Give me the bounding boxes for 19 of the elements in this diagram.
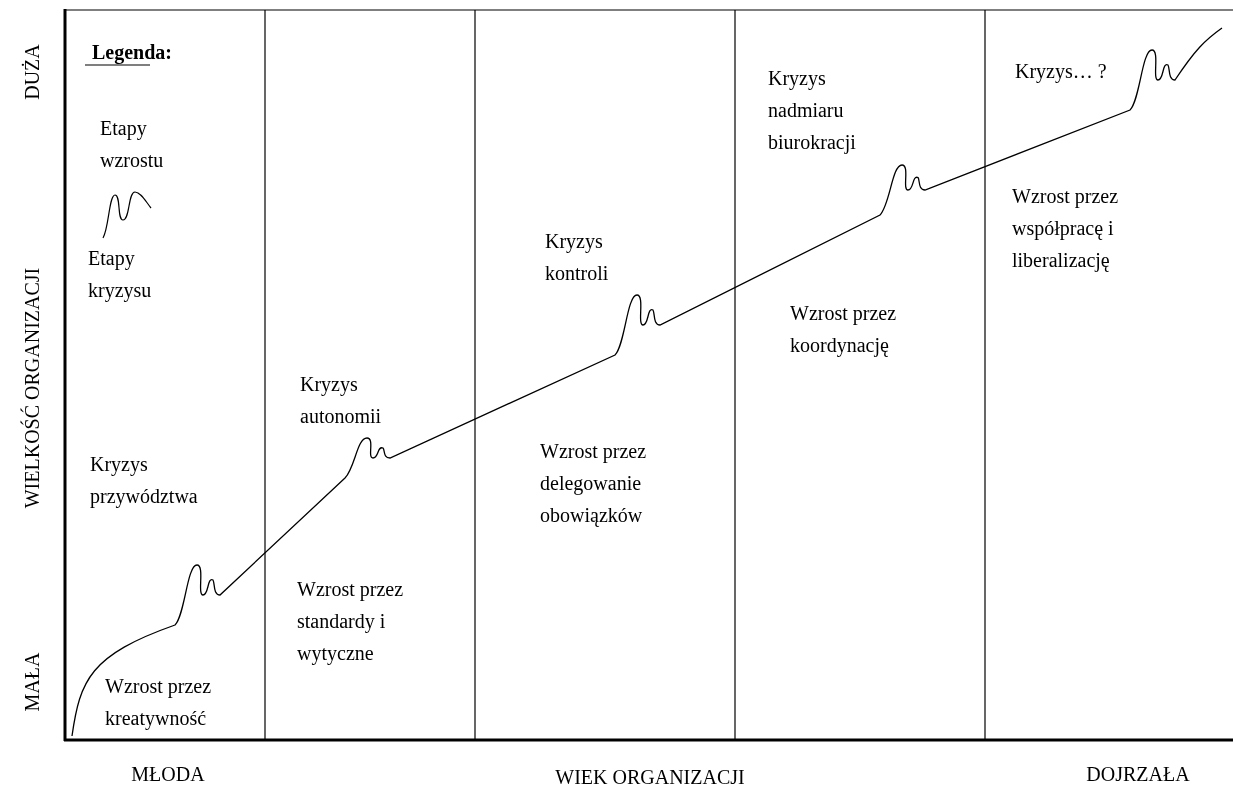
stage-label: Wzrost przez koordynację — [790, 301, 898, 359]
stage-label: Wzrost przez delegowanie obowiązków — [540, 439, 648, 529]
legend-text: Etapy kryzysu — [88, 246, 153, 304]
stage-label: Kryzys autonomii — [300, 372, 383, 429]
stage-label: Wzrost przez kreatywność — [105, 674, 213, 732]
stage-label: Wzrost przez współpracę i liberalizację — [1012, 184, 1120, 274]
axis-label: MAŁA — [21, 652, 43, 712]
stage-label: Kryzys kontroli — [545, 229, 610, 286]
legend-title: Legenda: — [92, 40, 172, 66]
stage-label: Wzrost przez standardy i wytyczne — [297, 577, 405, 667]
stage-label: Kryzys nadmiaru biurokracji — [768, 66, 857, 156]
axis-label: DOJRZAŁA — [1086, 763, 1190, 785]
legend-text: Etapy wzrostu — [100, 116, 165, 173]
stage-label: Kryzys… ? — [1015, 59, 1107, 85]
stage-label: Kryzys przywództwa — [90, 452, 199, 510]
axis-label: WIELKOŚĆ ORGANIZACJI — [21, 267, 43, 509]
axis-label: MŁODA — [131, 763, 205, 785]
axis-label: WIEK ORGANIZACJI — [555, 766, 745, 788]
axis-label: DUŻA — [21, 44, 43, 100]
